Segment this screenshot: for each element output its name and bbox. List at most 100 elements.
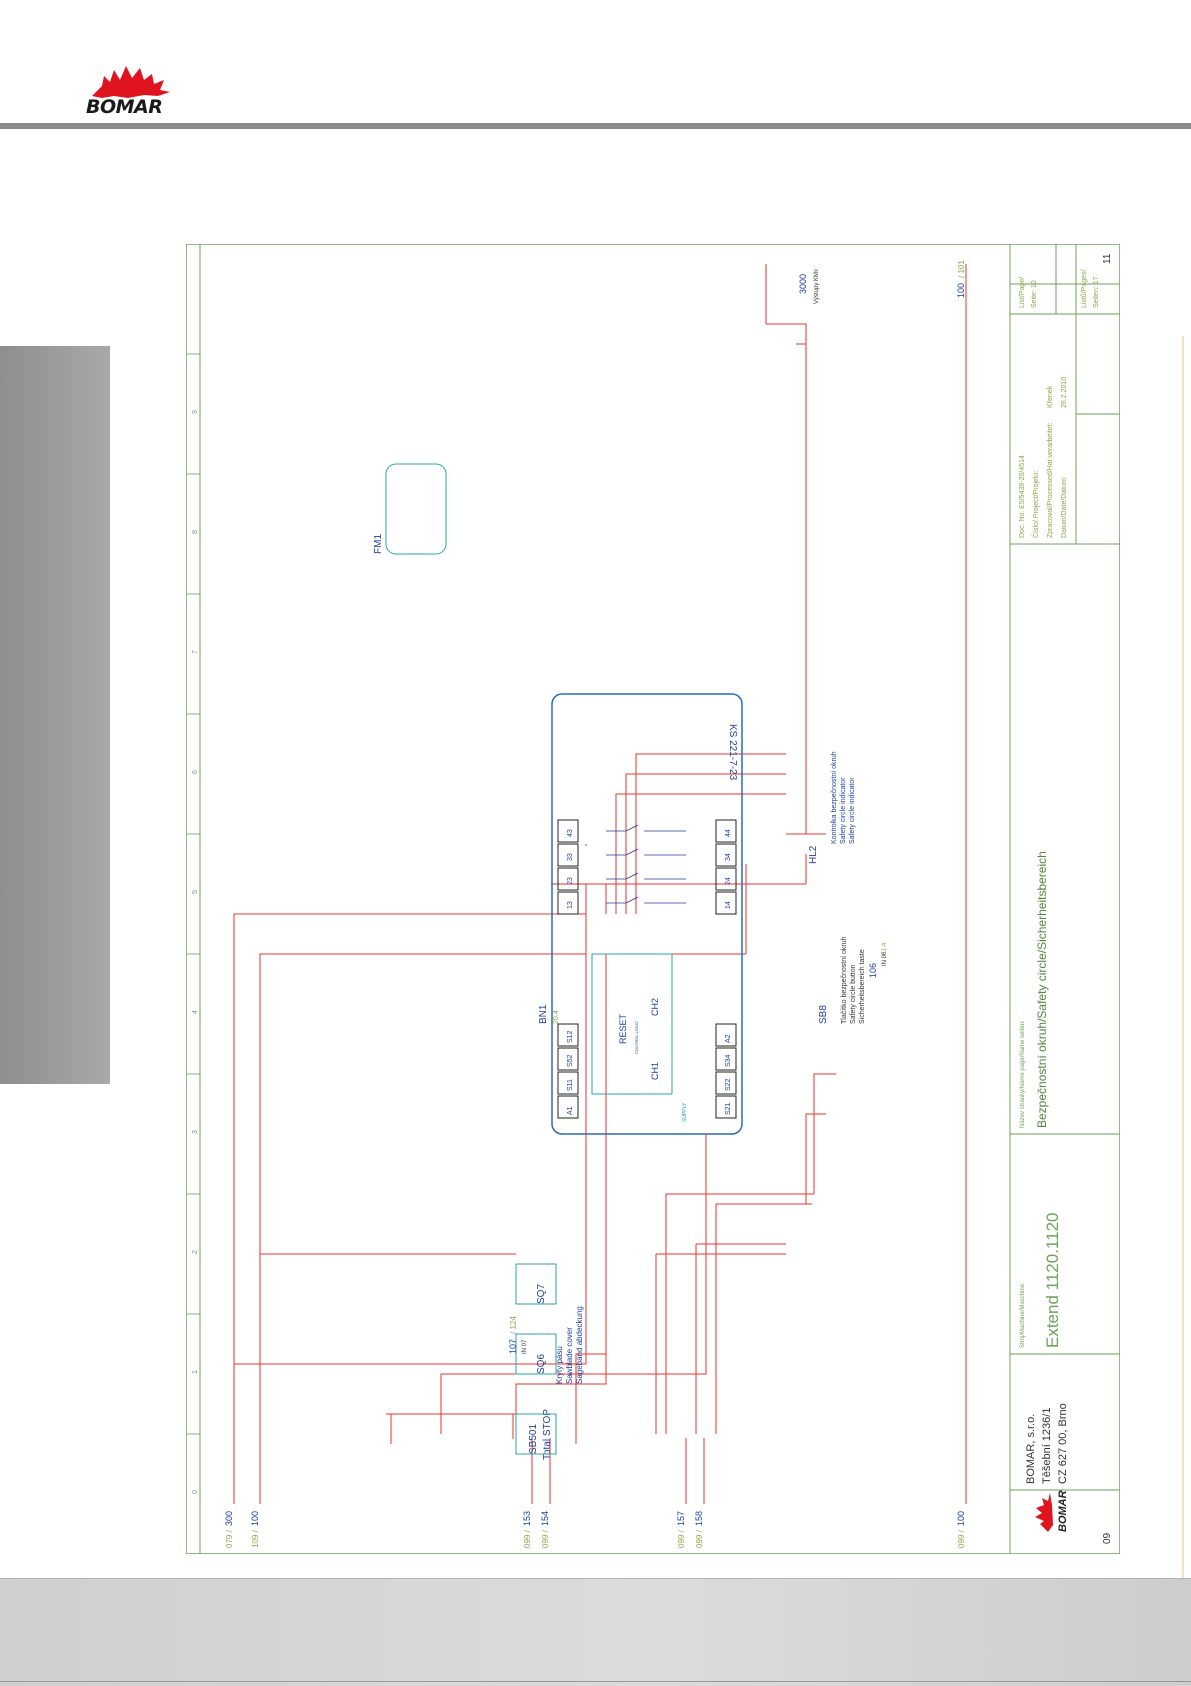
logo-text: BOMAR — [86, 96, 163, 118]
sig-154-num: 154 — [540, 1511, 550, 1526]
sb8-label: SB8 — [818, 1005, 829, 1024]
ks-terminal-label: S52 — [567, 1054, 574, 1067]
sq6-desc-3: Sageband abdeckung — [575, 1306, 584, 1384]
ruler-label: 3 — [192, 1130, 199, 1134]
sig-topright-num: 100 — [956, 283, 966, 298]
ks-terminal-label: S34 — [725, 1054, 732, 1067]
ks-terminal-label: S11 — [567, 1079, 574, 1091]
side-tab — [0, 346, 110, 1084]
ruler-label: 1 — [192, 1370, 199, 1374]
ks-terminal — [557, 867, 579, 891]
sig-158-ref: 099 / — [695, 1529, 704, 1548]
ruler-label: 9 — [192, 410, 199, 414]
ks-terminal-label: 43 — [567, 829, 574, 837]
hl2-label: HL2 — [808, 845, 819, 864]
ks-terminal — [557, 1071, 579, 1095]
ks-terminal — [715, 1071, 737, 1095]
sq7-label: SQ7 — [536, 1284, 547, 1304]
machine-label: Stroj/Machine/Maschine: — [1020, 1282, 1026, 1348]
sig-3000-num: 3000 — [798, 274, 808, 294]
right-margin-mark — [1182, 336, 1184, 1586]
fm1-box — [385, 463, 447, 555]
sig-300-ref: 079 / — [225, 1529, 234, 1548]
ks-terminal — [715, 891, 737, 915]
company-city: CZ 627 00, Brno — [1057, 1403, 1069, 1484]
sig-153-ref: 099 / — [523, 1529, 532, 1548]
sig-107-sub: IN 07 — [522, 1339, 528, 1354]
machine-name: Extend 1120.1120 — [1043, 1213, 1062, 1349]
project-label: Číslo/ Project/Projekt: — [1031, 471, 1040, 538]
ks-terminal — [715, 819, 737, 843]
listu-label-2: Seiten: 17 — [1093, 276, 1100, 308]
ks-terminal-label: S21 — [725, 1102, 732, 1115]
sig-153-num: 153 — [522, 1511, 532, 1526]
stegosaurus-icon — [92, 66, 170, 98]
date-value: 26.2.2010 — [1061, 377, 1068, 408]
list-label-2: Seite: 10 — [1031, 280, 1038, 308]
bomar-logo — [84, 62, 179, 120]
sq6-desc-1: Kryty pásu — [555, 1346, 564, 1384]
ks-reset: RESET — [618, 1013, 628, 1044]
ks-terminal-label: A1 — [567, 1106, 574, 1115]
ks-terminal — [557, 1047, 579, 1071]
ruler-label: 7 — [192, 650, 199, 654]
small-logo-icon — [1035, 1493, 1053, 1532]
sq7-box — [515, 1263, 557, 1305]
ruler-label: 8 — [192, 530, 199, 534]
sb8-desc-1: Tlačítko bezpečnostní okruh — [841, 936, 848, 1024]
small-logo-text: BOMAR — [1057, 1490, 1069, 1532]
ks-terminal — [715, 843, 737, 867]
sb501-desc: Total STOP — [542, 1409, 553, 1460]
sig-bottom-num: 100 — [956, 1511, 966, 1526]
ks-terminal — [557, 1023, 579, 1047]
ks-terminal-label: 13 — [567, 901, 574, 909]
sig-300-num: 300 — [224, 1511, 234, 1526]
listu-label: Listů/Pages/ — [1080, 269, 1088, 308]
sig-107-ref: / 124 — [509, 1316, 518, 1334]
ks-terminal — [557, 819, 579, 843]
doc-no: Doc. No. E5/5438-20/4514 — [1019, 455, 1026, 538]
sig-107-num: 107 — [508, 1339, 518, 1354]
sb501-box — [515, 1413, 557, 1455]
ks-control-box — [591, 953, 673, 1095]
frame — [185, 243, 1121, 1555]
wiring — [233, 264, 967, 1504]
footer-band — [0, 1578, 1191, 1686]
page-next: 11 — [1102, 253, 1113, 264]
hl2-desc-1: Kontrolka bezpečnostní okruh — [831, 751, 838, 844]
fm1-label: FM1 — [373, 534, 384, 554]
ks-terminal — [715, 867, 737, 891]
sq6-label: SQ6 — [536, 1354, 547, 1374]
sig-157-ref: 099 / — [677, 1529, 686, 1548]
ruler-label: 2 — [192, 1250, 199, 1254]
sb501-label: SB501 — [528, 1424, 539, 1454]
sb8-desc-3: Sicherheitsbereich taste — [859, 949, 866, 1024]
ks-ch1: CH1 — [650, 1062, 660, 1080]
ks-terminal-label: 24 — [725, 877, 732, 885]
ks-terminal — [557, 891, 579, 915]
ks-terminal — [715, 1047, 737, 1071]
title-block: 09 11 BOMAR BOMAR, s.r.o. Těšební 1236/1… — [1010, 244, 1120, 1544]
signal-labels: 079 / 300 109 / 100 099 / 153 099 / 154 … — [224, 260, 966, 1548]
company-street: Těšební 1236/1 — [1041, 1408, 1053, 1484]
list-label: List/Page/ — [1019, 277, 1026, 308]
ks-relay-name: KS 221-7-23 — [727, 724, 738, 781]
ks-terminal — [715, 1023, 737, 1047]
bn1-label: BN1 — [538, 1004, 549, 1024]
sig-154-ref: 099 / — [541, 1529, 550, 1548]
sig-3000-sub: Výstupy KMx — [814, 269, 820, 304]
ks-ch2: CH2 — [650, 998, 660, 1016]
ks-terminal — [557, 1095, 579, 1119]
ks-terminal — [715, 1095, 737, 1119]
hl2-desc-2: Safety circle indicator — [840, 777, 847, 844]
sq6-desc-2: Sawblade cover — [565, 1327, 574, 1384]
sig-bottom-ref: 099 / — [957, 1529, 966, 1548]
sig-106-sub: IN 06 — [882, 951, 888, 966]
processed-name: Křenek — [1047, 385, 1054, 408]
sig-157-num: 157 — [676, 1511, 686, 1526]
hl2-desc-3: Safety circle indicator — [849, 777, 856, 844]
